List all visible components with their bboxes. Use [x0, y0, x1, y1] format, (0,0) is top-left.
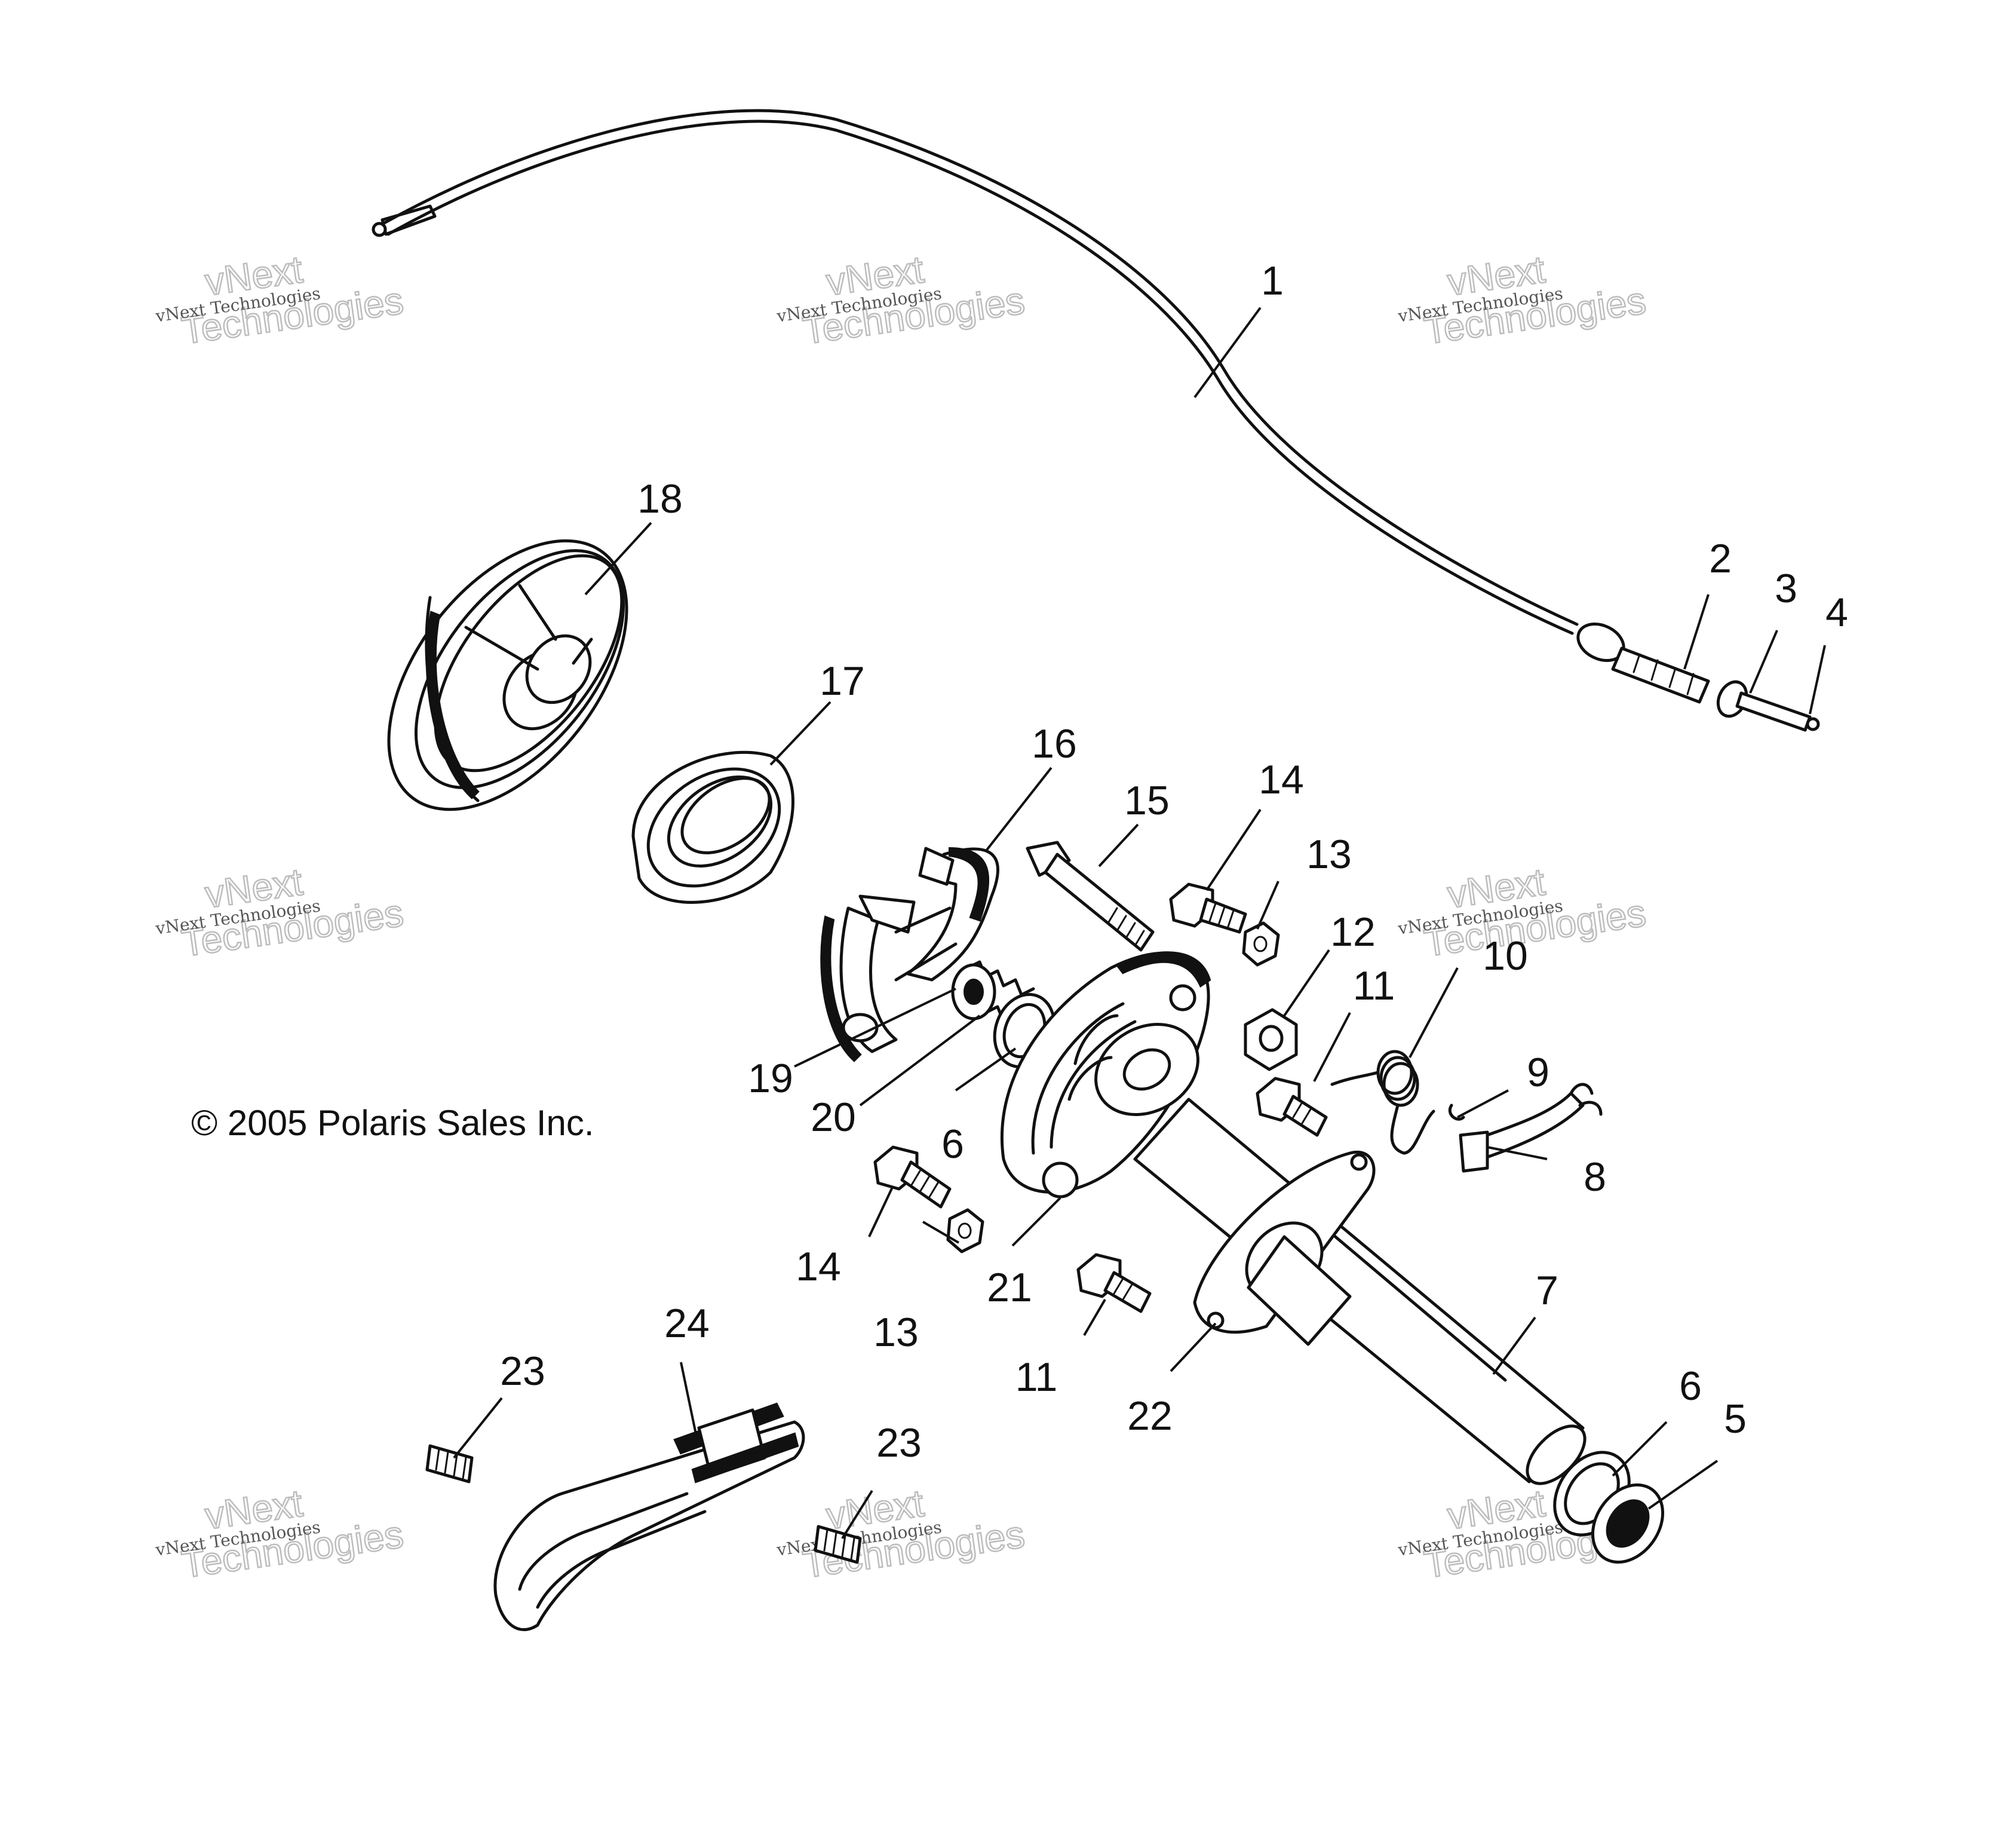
callout-c12: 12: [1330, 909, 1376, 955]
callout-c19: 19: [748, 1056, 793, 1101]
callout-c22: 22: [1127, 1393, 1173, 1439]
part-seal-ring: [631, 750, 794, 904]
callout-c11b: 11: [1015, 1354, 1058, 1400]
part-torsion-spring: [1330, 1050, 1435, 1155]
callout-c3: 3: [1775, 566, 1797, 611]
callout-c1: 1: [1261, 258, 1284, 304]
part-nut-13-lower: [946, 1208, 984, 1253]
callout-c6a: 6: [941, 1121, 964, 1167]
part-nut-13-upper: [1242, 921, 1280, 967]
part-bolt-14-lower: [873, 1145, 952, 1209]
part-backing-plate: [1000, 951, 1211, 1199]
part-bushing-23-right: [814, 1525, 862, 1564]
part-axle-nut: [1591, 1483, 1665, 1564]
callout-c9: 9: [1527, 1050, 1549, 1095]
part-brake-cable: [372, 109, 1820, 732]
callout-c4: 4: [1825, 590, 1848, 635]
callout-c10: 10: [1483, 933, 1528, 979]
part-cam-shaft: [1026, 841, 1155, 952]
callout-c24: 24: [664, 1301, 710, 1346]
part-brake-drum: [387, 539, 628, 811]
part-flange-mount: [1193, 1150, 1376, 1346]
callout-numbers: 1234566789101111121313141415161718192021…: [500, 258, 1848, 1466]
part-bushing-23-left: [425, 1444, 474, 1483]
part-brake-lever: [1459, 1083, 1603, 1173]
leader-lines: [453, 306, 1826, 1540]
callout-c17: 17: [820, 658, 865, 704]
callout-c8: 8: [1584, 1154, 1606, 1200]
callout-c13b: 13: [873, 1310, 919, 1355]
callout-c14b: 14: [796, 1244, 841, 1289]
callout-c2: 2: [1709, 536, 1732, 581]
callout-c14a: 14: [1259, 757, 1304, 802]
part-bolt-11-lower: [1076, 1253, 1152, 1313]
callout-c23a: 23: [500, 1348, 545, 1394]
part-brake-shoes: [820, 847, 1035, 1062]
copyright-notice: © 2005 Polaris Sales Inc.: [191, 1103, 594, 1143]
callout-c20: 20: [811, 1095, 856, 1140]
part-clip: [1449, 1104, 1465, 1121]
callout-c13a: 13: [1306, 832, 1352, 877]
part-bolt-11-upper: [1256, 1077, 1328, 1137]
callout-c5: 5: [1724, 1396, 1747, 1442]
part-lever-arm: [493, 1402, 805, 1632]
callout-c6b: 6: [1679, 1363, 1702, 1409]
callout-c21: 21: [987, 1265, 1032, 1310]
callout-c18: 18: [637, 476, 683, 522]
part-nut-12: [1244, 1008, 1298, 1071]
callout-c15: 15: [1124, 778, 1170, 823]
callout-c16: 16: [1032, 721, 1077, 767]
part-bolt-14-upper: [1169, 882, 1247, 934]
callout-c11a: 11: [1353, 963, 1395, 1009]
callout-c23b: 23: [876, 1420, 922, 1466]
callout-c7: 7: [1536, 1268, 1558, 1313]
